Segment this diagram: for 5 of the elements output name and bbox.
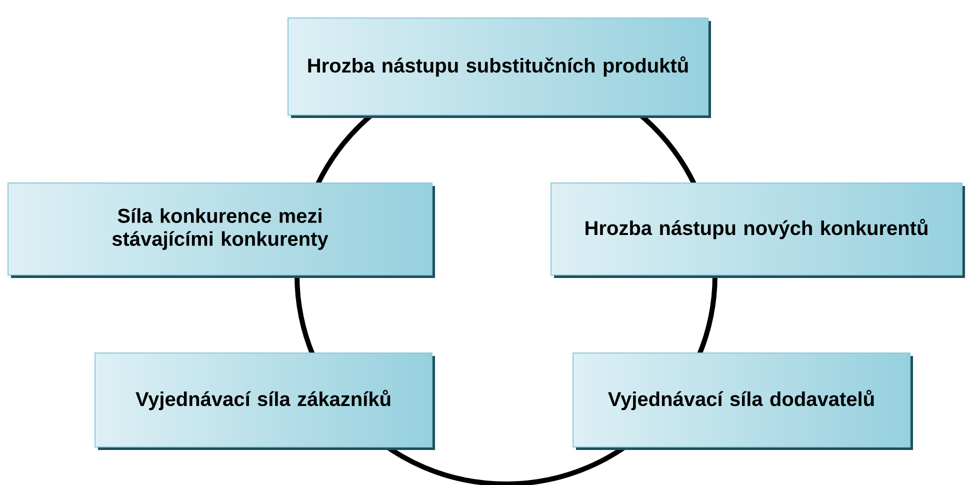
text-box: Vyjednávací síla dodavatelů <box>572 352 913 450</box>
text-box: Síla konkurence mezi stávajícími konkurenty <box>8 182 435 278</box>
text-box: Vyjednávací síla zákazníků <box>94 352 435 450</box>
text-box: Hrozba nástupu substitučních produktů <box>288 18 711 118</box>
text-box: Hrozba nástupu nových konkurentů <box>550 182 965 278</box>
